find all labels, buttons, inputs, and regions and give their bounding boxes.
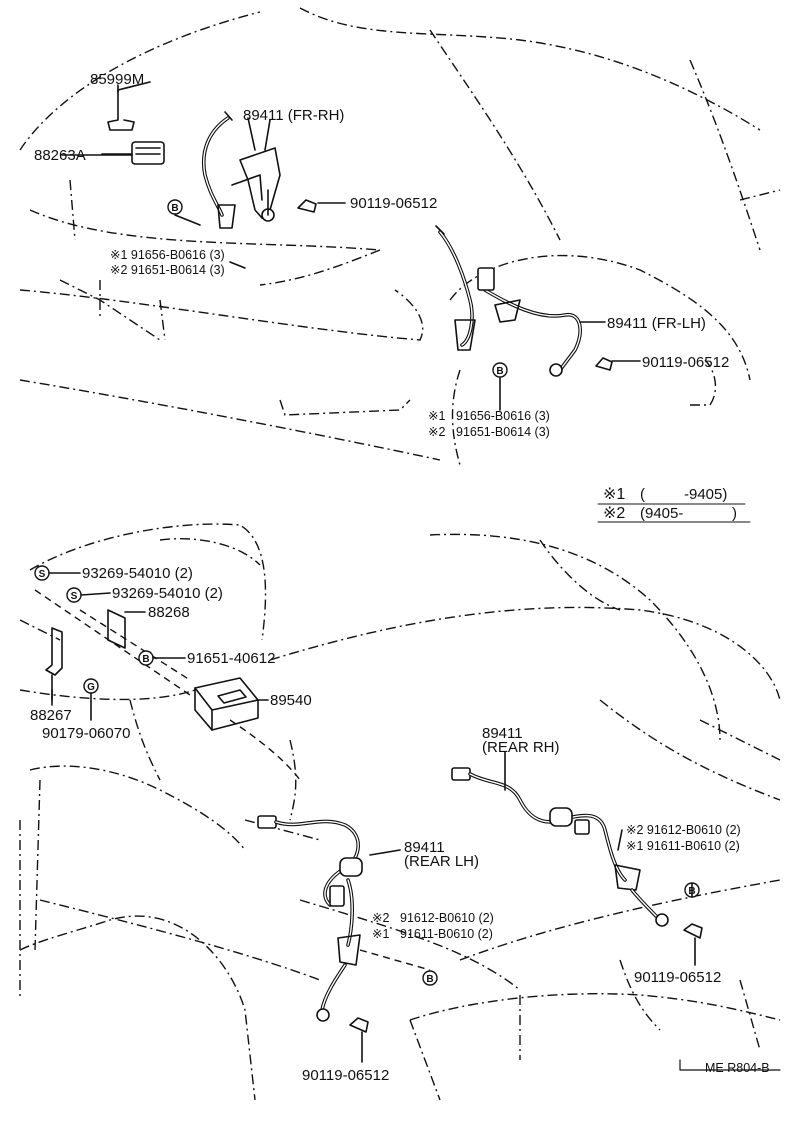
note2-front-b-mark: ※2 <box>428 425 445 439</box>
note-rear-lh-2: 91612-B0610 (2) <box>400 911 494 925</box>
svg-text:G: G <box>87 682 95 693</box>
bolt-90119-b <box>595 357 641 371</box>
badge-b2: B <box>492 362 508 378</box>
note2-front-a: ※2 91651-B0614 (3) <box>110 263 225 277</box>
svg-text:B: B <box>496 366 503 377</box>
svg-text:B: B <box>171 203 178 214</box>
note1-front-b-mark: ※1 <box>428 409 445 423</box>
label-89540: 89540 <box>270 692 312 709</box>
note-rear-rh-2: ※2 91612-B0610 (2) <box>626 823 741 837</box>
label-90179: 90179-06070 <box>42 725 130 742</box>
bracket-88267 <box>45 627 63 701</box>
label-88263a: 88263A <box>34 147 86 164</box>
sensor-rear-rh <box>451 751 693 927</box>
legend-range2-val: (9405- <box>640 505 683 522</box>
legend-range2-close: ) <box>732 505 737 522</box>
bolt-90119-d <box>349 1017 369 1063</box>
label-93269-a: 93269-54010 (2) <box>82 565 193 582</box>
relay-88263a <box>101 141 165 165</box>
legend: ※1 ( -9405) ※2 (9405- ) <box>597 486 751 523</box>
label-89411-rearrh-1: 89411 <box>482 725 523 742</box>
dashed-link-ecu <box>34 589 191 696</box>
bracket-85999m <box>107 81 151 131</box>
legend-range1-open: ( <box>640 486 645 503</box>
label-89411-rearlh-1: 89411 <box>404 839 445 856</box>
legend-mark1: ※1 <box>603 486 625 503</box>
label-89411-frlh: 89411 (FR-LH) <box>607 315 706 332</box>
note-rear-lh-1: 91611-B0610 (2) <box>400 927 493 941</box>
bolt-90119-c <box>683 923 703 966</box>
bolt-90119-a <box>297 199 346 213</box>
label-89411-frrh: 89411 (FR-RH) <box>243 107 344 124</box>
label-89411-rearrh-2: (REAR RH) <box>482 739 560 756</box>
diagram-code: ME R804-B <box>705 1061 770 1075</box>
note2-front-b: 91651-B0614 (3) <box>456 425 550 439</box>
leader-note-a <box>229 261 246 269</box>
legend-range1-val: -9405) <box>684 486 727 503</box>
label-88267: 88267 <box>30 707 72 724</box>
svg-text:B: B <box>426 974 433 985</box>
svg-text:S: S <box>71 591 78 602</box>
label-90119-b: 90119-06512 <box>642 354 729 371</box>
label-93269-b: 93269-54010 (2) <box>112 585 223 602</box>
badge-s1: S <box>34 565 50 581</box>
legend-mark2: ※2 <box>603 505 625 522</box>
computer-89540 <box>194 677 269 731</box>
note1-front-b: 91656-B0616 (3) <box>456 409 550 423</box>
badge-s2: S <box>66 587 82 603</box>
label-91651-40612: 91651-40612 <box>187 650 275 667</box>
badge-g: G <box>83 678 99 694</box>
badge-b3: B <box>138 650 154 666</box>
leader-93269-b <box>80 592 111 596</box>
svg-text:B: B <box>142 654 149 665</box>
sensor-rear-lh <box>257 815 431 1022</box>
label-90119-d: 90119-06512 <box>302 1067 389 1084</box>
note-rear-rh-1: ※1 91611-B0610 (2) <box>626 839 740 853</box>
sensor-fr-lh <box>435 225 606 377</box>
leader-frrh <box>247 117 256 151</box>
sensor-fr-rh <box>202 111 281 229</box>
label-88268: 88268 <box>148 604 190 621</box>
note-rear-lh-2-mark: ※2 <box>372 911 389 925</box>
badge-b5: B <box>422 970 438 986</box>
label-90119-c: 90119-06512 <box>634 969 721 986</box>
svg-text:S: S <box>39 569 46 580</box>
badge-b1: B <box>167 199 183 215</box>
rear-vehicle-outline <box>19 523 781 1101</box>
front-vehicle-outline <box>19 7 781 466</box>
label-90119-a: 90119-06512 <box>350 195 437 212</box>
bracket-88268 <box>107 609 146 649</box>
label-89411-rearlh-2: (REAR LH) <box>404 853 479 870</box>
leader-badge-b1 <box>174 214 201 226</box>
note-rear-lh-1-mark: ※1 <box>372 927 389 941</box>
label-85999m: 85999M <box>90 71 144 88</box>
note1-front-a: ※1 91656-B0616 (3) <box>110 248 225 262</box>
